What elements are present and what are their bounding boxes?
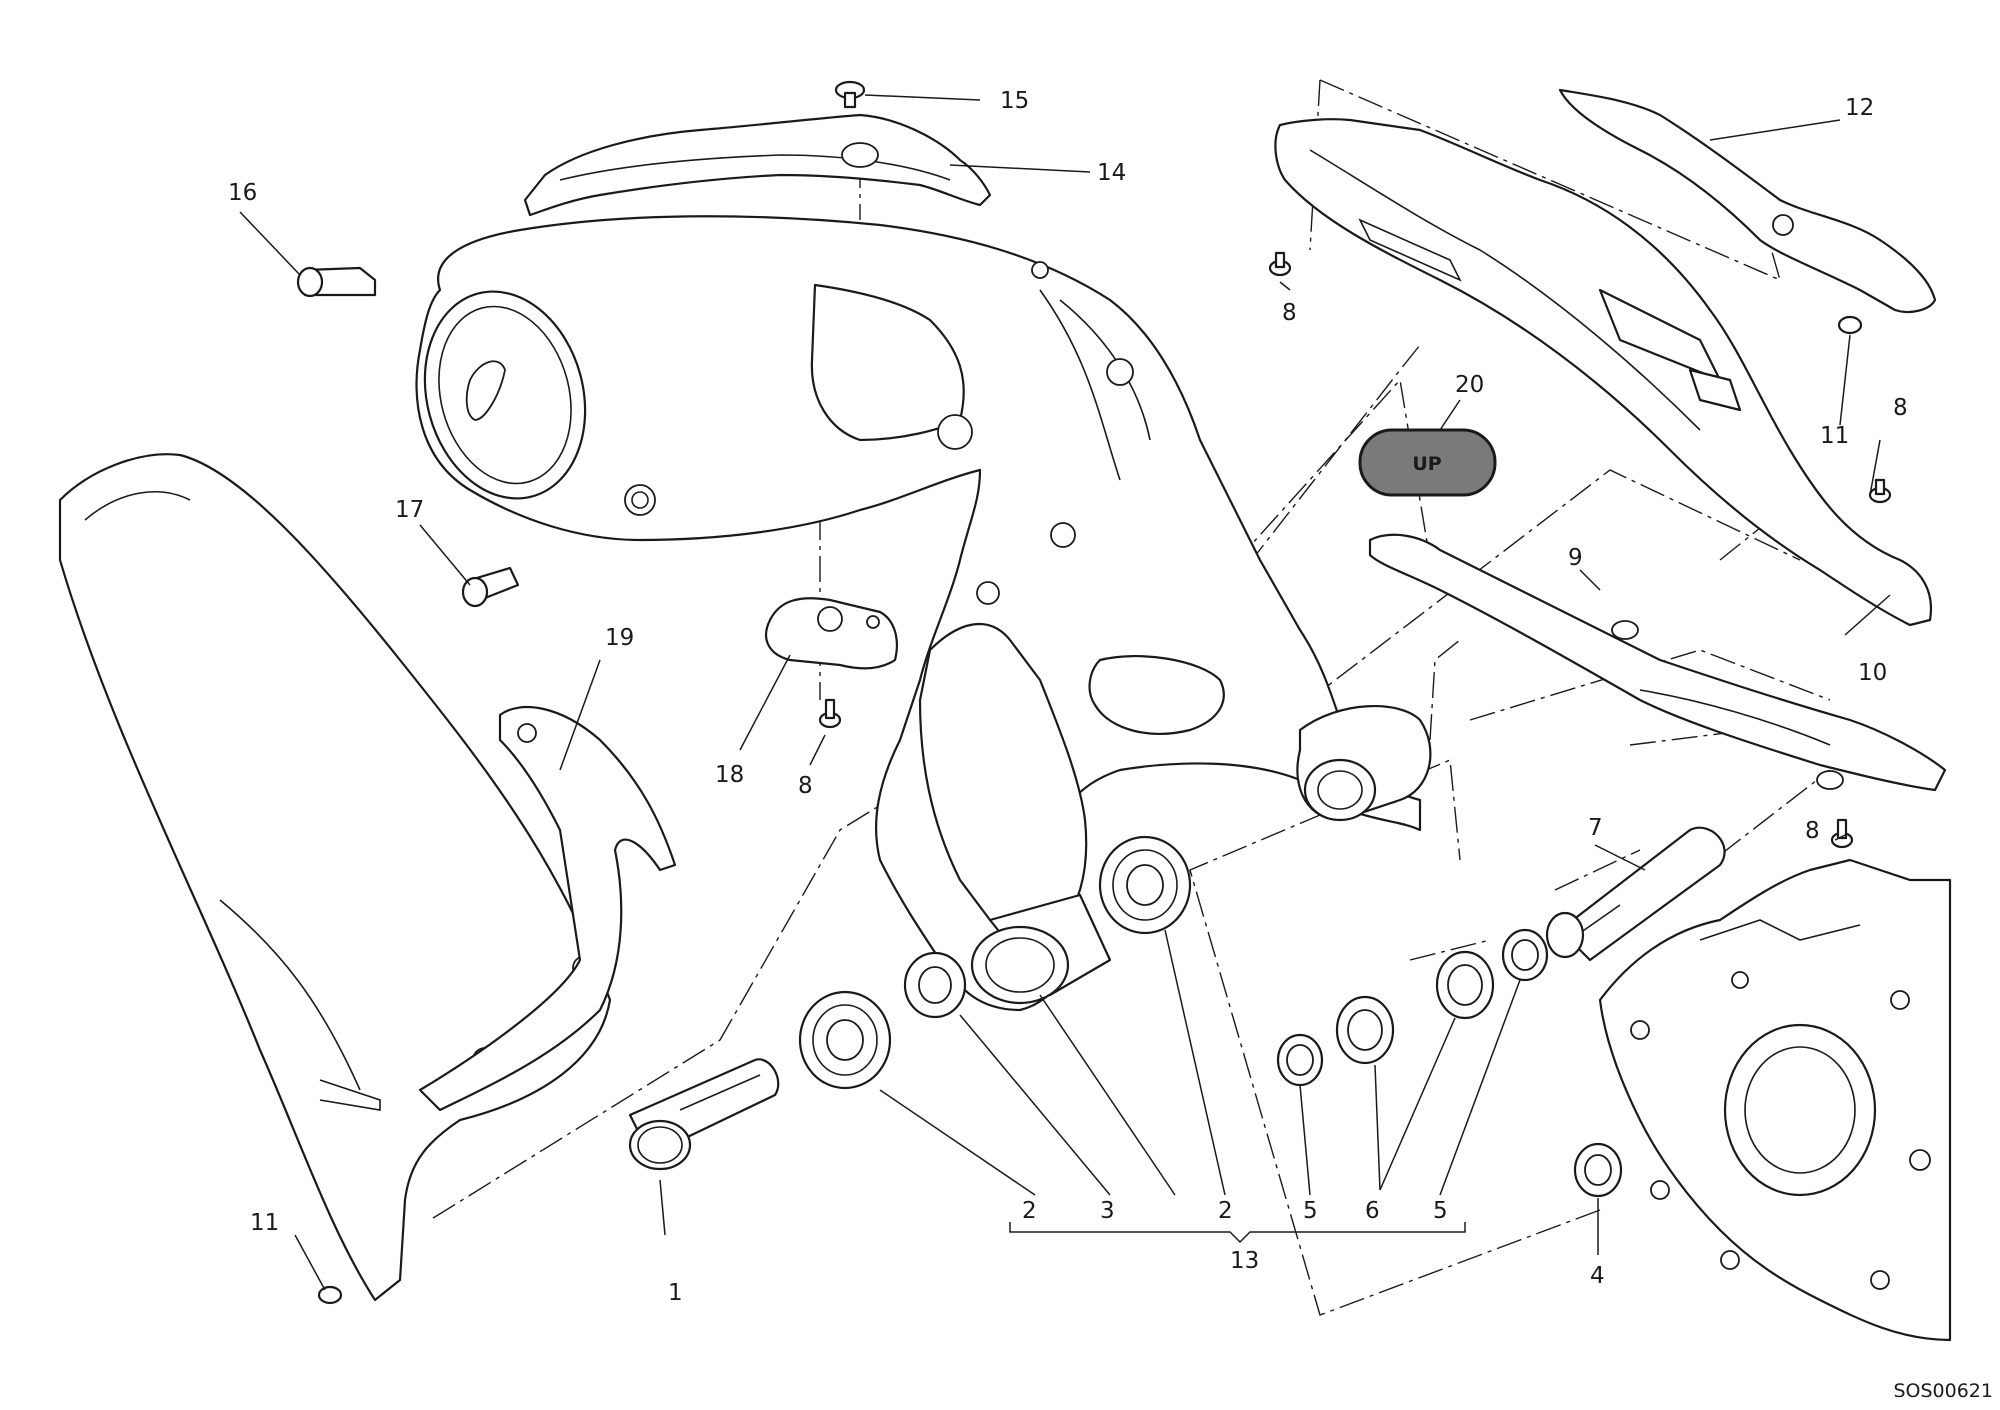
up-sticker: UP (1358, 428, 1497, 497)
up-sticker-label: UP (1412, 453, 1441, 475)
callout-11-left: 11 (250, 1210, 279, 1236)
callout-15: 15 (1000, 88, 1029, 114)
callout-9: 9 (1568, 545, 1583, 571)
callout-labels: 15 14 16 17 19 18 8 8 12 8 11 20 9 10 7 … (228, 88, 1908, 1306)
callout-13: 13 (1230, 1248, 1259, 1274)
rear-mudguard (58, 453, 612, 1302)
callout-19: 19 (605, 625, 634, 651)
callout-6: 6 (1365, 1198, 1380, 1224)
callout-4: 4 (1590, 1263, 1605, 1289)
engine-crankcase (1598, 858, 1952, 1342)
callout-2-left: 2 (1022, 1198, 1037, 1224)
chain-guard-cover (1558, 88, 1937, 314)
drawing-code: SOS00621 (1893, 1380, 1993, 1402)
fasteners (296, 80, 1892, 1305)
callout-16: 16 (228, 180, 257, 206)
leader-lines (239, 94, 1891, 1291)
callout-7: 7 (1588, 815, 1603, 841)
lower-chain-guard (1274, 118, 1933, 627)
chain-slider (1368, 533, 1947, 792)
upper-chain-guard (523, 113, 992, 217)
callout-8-lower: 8 (1805, 818, 1820, 844)
pivot-parts (628, 826, 1726, 1198)
callout-5-right: 5 (1433, 1198, 1448, 1224)
callout-5-left: 5 (1303, 1198, 1318, 1224)
callout-12: 12 (1845, 95, 1874, 121)
callout-1: 1 (668, 1280, 683, 1306)
callout-8-top: 8 (1282, 300, 1297, 326)
callout-10: 10 (1858, 660, 1887, 686)
callout-11-right: 11 (1820, 423, 1849, 449)
brake-caliper-plate (764, 597, 898, 670)
mudguard-cover (418, 705, 677, 1112)
swingarm (415, 215, 1432, 1012)
callout-2-right: 2 (1218, 1198, 1233, 1224)
callout-8-left: 8 (798, 773, 813, 799)
callout-18: 18 (715, 762, 744, 788)
callout-17: 17 (395, 497, 424, 523)
callout-20: 20 (1455, 372, 1484, 398)
callout-8-right: 8 (1893, 395, 1908, 421)
callout-3: 3 (1100, 1198, 1115, 1224)
callout-14: 14 (1097, 160, 1126, 186)
